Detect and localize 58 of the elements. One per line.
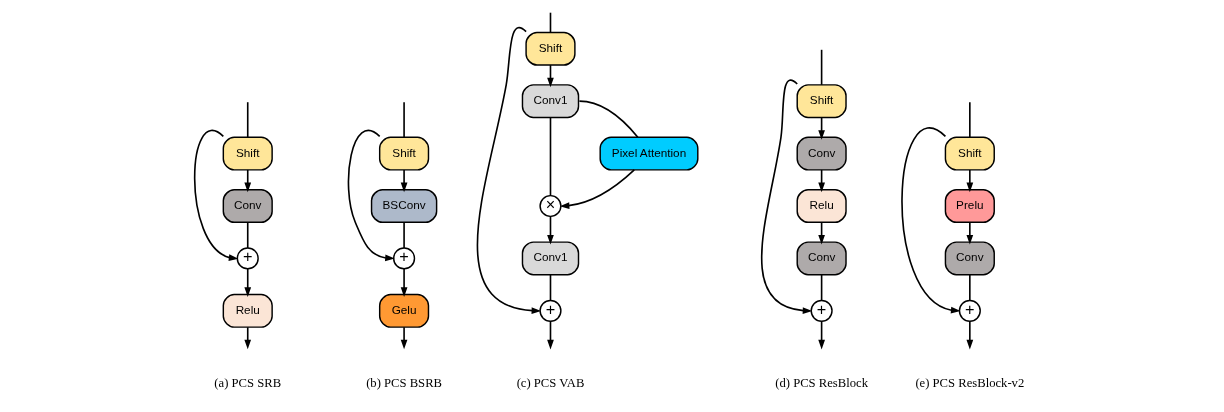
arrow: [476, 26, 541, 314]
arrow: [965, 320, 973, 350]
arrow: [347, 129, 395, 262]
connector: [820, 48, 822, 86]
connector: [820, 273, 822, 302]
node-box: Conv1: [521, 84, 579, 119]
label: (b) PCS BSRB: [365, 376, 442, 391]
node-box: BSConv: [370, 189, 437, 223]
label: (a) PCS SRB: [213, 376, 281, 391]
connector: [968, 101, 971, 139]
arrow: [900, 127, 961, 314]
connector: [246, 221, 249, 249]
connector: [402, 101, 405, 139]
node-circle: +: [958, 299, 981, 322]
node-box: Conv: [944, 241, 995, 276]
label: (c) PCS VAB: [516, 376, 584, 391]
arrow: [400, 326, 407, 350]
node-box: Pixel Attention: [598, 136, 699, 171]
node-box: Shift: [944, 136, 995, 171]
node-box: Prelu: [944, 189, 995, 223]
node-box: Shift: [524, 31, 576, 66]
arrow: [193, 130, 238, 261]
connector: [402, 221, 405, 249]
node-box: Shift: [378, 136, 429, 171]
connector: [549, 273, 551, 302]
node-box: Shift: [222, 136, 273, 171]
connector: [549, 11, 551, 34]
node-box: Conv: [796, 136, 847, 171]
node-box: Conv1: [521, 241, 579, 276]
arrow: [243, 169, 251, 193]
arrow: [243, 268, 251, 297]
node-box: Gelu: [378, 293, 429, 328]
label: (d) PCS ResBlock: [774, 376, 868, 391]
node-circle: +: [538, 299, 562, 322]
arrow: [559, 169, 635, 209]
arrow: [400, 169, 407, 193]
arrow: [760, 79, 812, 314]
node-box: Conv: [796, 241, 847, 276]
label: (e) PCS ResBlock-v2: [914, 376, 1024, 391]
arrow: [965, 169, 973, 193]
arrow: [546, 320, 554, 350]
node-box: Relu: [222, 293, 273, 328]
node-circle: +: [236, 247, 259, 270]
arrow: [243, 326, 251, 350]
node-circle: ×: [538, 194, 562, 218]
node-box: Shift: [796, 84, 847, 119]
connector: [578, 100, 639, 139]
connector: [246, 101, 249, 139]
connector: [968, 273, 971, 302]
connector: [549, 116, 551, 197]
node-circle: +: [392, 247, 415, 270]
node-circle: +: [810, 299, 833, 322]
arrow: [546, 215, 554, 245]
arrow: [965, 221, 973, 245]
node-box: Relu: [796, 189, 847, 223]
arrow: [817, 320, 825, 350]
arrow: [400, 268, 407, 297]
node-box: Conv: [222, 189, 273, 223]
